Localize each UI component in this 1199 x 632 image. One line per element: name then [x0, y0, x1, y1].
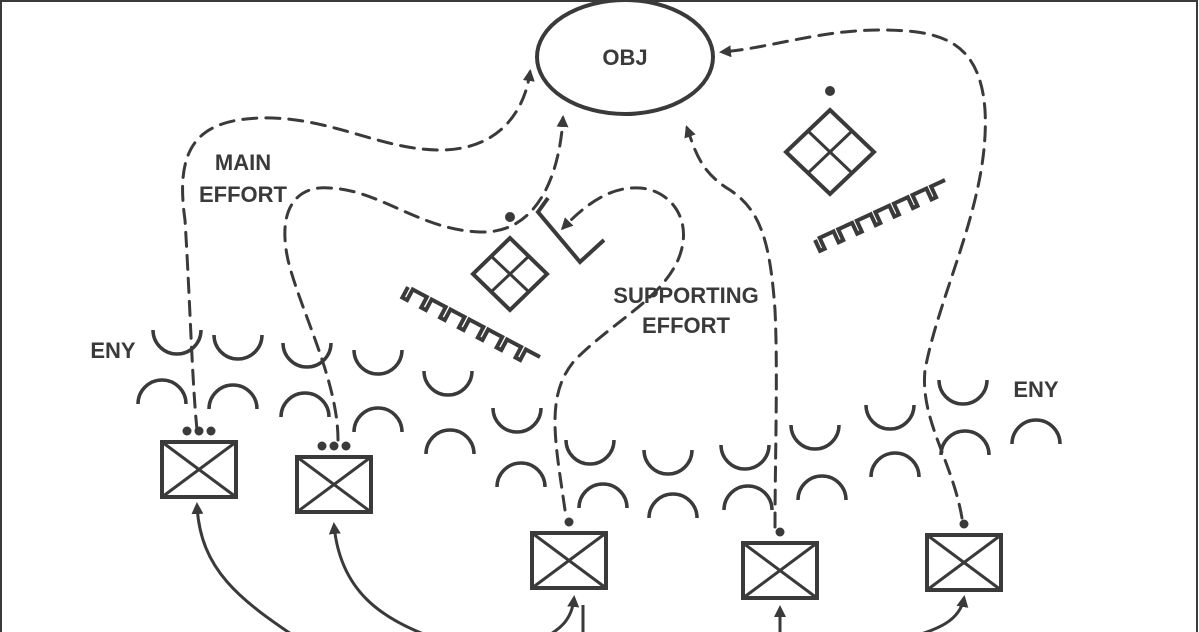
friendly-unit-3 — [530, 517, 608, 590]
enemy-arc-23 — [869, 451, 921, 478]
objective-label: OBJ — [602, 45, 647, 70]
friendly-unit-2 — [295, 441, 373, 514]
enemy-diamond — [783, 107, 877, 197]
enemy-arc-24 — [939, 429, 991, 456]
enemy-arc-10 — [789, 424, 841, 451]
supporting-effort-label-line1: SUPPORTING — [613, 283, 758, 308]
main-effort-label-line1: MAIN — [215, 150, 271, 175]
enemy-arc-25 — [1010, 418, 1062, 445]
objective: OBJ — [535, 0, 715, 116]
diamond-cross-b — [489, 254, 531, 294]
unit-size-dot — [505, 212, 515, 222]
infantry-cross-2 — [296, 455, 372, 514]
screen-symbol — [535, 196, 606, 265]
enemy-arc-13 — [136, 378, 188, 405]
enemy-unit-left — [470, 212, 550, 313]
unit-size-dot — [206, 426, 216, 436]
objective-ellipse — [535, 0, 715, 116]
enemy-arc-17 — [424, 428, 476, 455]
unit-size-dot — [317, 441, 327, 451]
enemy-arc-2 — [212, 334, 264, 361]
arrow-to-unit-3 — [551, 595, 580, 632]
enemy-arc-21 — [722, 484, 774, 511]
enemy-arc-3 — [281, 342, 333, 369]
main-effort-label-line2: EFFORT — [199, 182, 288, 207]
main-effort-route-inner — [283, 115, 569, 442]
enemy-diamond — [470, 235, 550, 313]
unit-size-dot — [959, 519, 969, 529]
supporting-effort-route — [553, 186, 685, 512]
maneuver-routes — [181, 28, 987, 529]
enemy-arc-6 — [491, 407, 543, 434]
friendly-units — [160, 426, 1003, 600]
arrow-to-unit-1 — [191, 502, 291, 632]
unit-size-dot — [182, 426, 192, 436]
friendly-unit-4 — [741, 527, 819, 600]
movement-arrows — [191, 502, 969, 632]
enemy-arc-1 — [151, 329, 203, 356]
unit-size-dot — [775, 527, 785, 537]
enemy-arc-22 — [796, 474, 848, 501]
enemy-arcs — [136, 329, 1062, 519]
infantry-cross-2 — [742, 541, 818, 600]
enemy-arc-20 — [647, 492, 699, 519]
enemy-label-right: ENY — [1013, 377, 1059, 402]
enemy-arc-5 — [422, 370, 474, 397]
unit-size-dot — [194, 426, 204, 436]
enemy-arc-19 — [577, 482, 629, 509]
wire-obstacle-right — [813, 178, 946, 254]
friendly-unit-5 — [925, 519, 1003, 592]
arrow-to-unit-5 — [922, 595, 969, 632]
infantry-cross-2 — [531, 531, 607, 590]
enemy-arc-12 — [937, 379, 989, 406]
unit-size-dot — [825, 86, 835, 96]
diamond-cross-b — [806, 129, 854, 175]
arrow-to-unit-2 — [328, 522, 423, 632]
enemy-arc-18 — [495, 461, 547, 488]
supporting-effort-label-line2: EFFORT — [642, 313, 731, 338]
far-right-route-to-objective — [719, 28, 987, 520]
enemy-arc-16 — [352, 406, 404, 433]
infantry-cross-2 — [161, 440, 237, 499]
infantry-cross-2 — [926, 533, 1002, 592]
main-effort-route-outer — [181, 69, 535, 432]
enemy-arc-11 — [864, 404, 916, 431]
unit-size-dot — [341, 441, 351, 451]
enemy-arc-4 — [352, 349, 404, 376]
unit-size-dot — [329, 441, 339, 451]
enemy-arc-9 — [719, 444, 771, 471]
enemy-arc-14 — [207, 383, 259, 410]
enemy-arc-15 — [279, 391, 331, 418]
wire-obstacle-left — [399, 286, 541, 363]
unit-size-dot — [564, 517, 574, 527]
friendly-unit-1 — [160, 426, 238, 499]
enemy-label-left: ENY — [90, 338, 136, 363]
enemy-unit-right — [783, 86, 877, 197]
wire-obstacles — [399, 178, 946, 363]
enemy-arc-8 — [642, 449, 694, 476]
right-route-to-objective — [684, 125, 778, 529]
enemy-arc-7 — [564, 439, 616, 466]
